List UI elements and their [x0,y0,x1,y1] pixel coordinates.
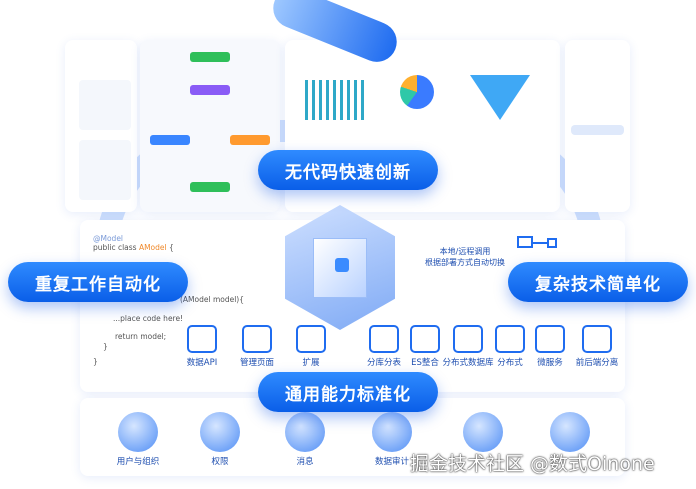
designer-right-panel [565,40,630,212]
sharding-icon [369,325,399,353]
watermark: 掘金技术社区 @数式Oinone [410,453,655,475]
feature-label: 数据API [186,358,218,368]
cube-chip [335,258,349,272]
planet-icon [463,412,503,452]
feature-label: 消息 [296,457,314,467]
network-icon [517,236,533,248]
feature-label: 分布式数据库 [442,358,494,368]
distributed-db-icon [453,325,483,353]
cubes-icon [535,325,565,353]
chip-api-icon [187,325,217,353]
code-class-line: public class AModel { [93,243,174,252]
admin-page-icon [242,325,272,353]
pill-no-code: 无代码快速创新 [258,150,438,190]
devices-icon [582,325,612,353]
feature-label: 分布式 [497,358,523,368]
elasticsearch-icon [410,325,440,353]
code-return: return model; [115,332,167,341]
user-icon [118,412,158,452]
pill-automation: 重复工作自动化 [8,262,188,302]
link-extend-icon [296,325,326,353]
feature-label: ES整合 [411,358,439,368]
code-brace: } [93,357,98,366]
feature-label: 用户与组织 [116,457,160,467]
code-annotation: @Model [93,234,124,243]
remote-call-note: 本地/远程调用根据部署方式自动切换 [425,247,505,267]
feature-label: 微服务 [537,358,563,368]
feature-label: 权限 [211,457,229,467]
code-method: (AModel model){ [180,295,245,304]
feature-label: 分库分表 [366,358,401,368]
pill-simplify: 复杂技术简单化 [508,262,688,302]
hexagons-icon [495,325,525,353]
feature-label: 数据审计 [374,457,409,467]
designer-left-panel [65,40,137,212]
pill-standardize: 通用能力标准化 [258,372,438,412]
folder-icon [550,412,590,452]
feature-label: 前后端分离 [575,358,619,368]
feature-label: 扩展 [302,358,320,368]
audit-icon [372,412,412,452]
code-brace: } [103,342,108,351]
message-icon [285,412,325,452]
workflow-canvas [140,40,280,212]
key-icon [200,412,240,452]
code-body: ...place code here! [113,314,184,323]
feature-label: 管理页面 [239,358,274,368]
